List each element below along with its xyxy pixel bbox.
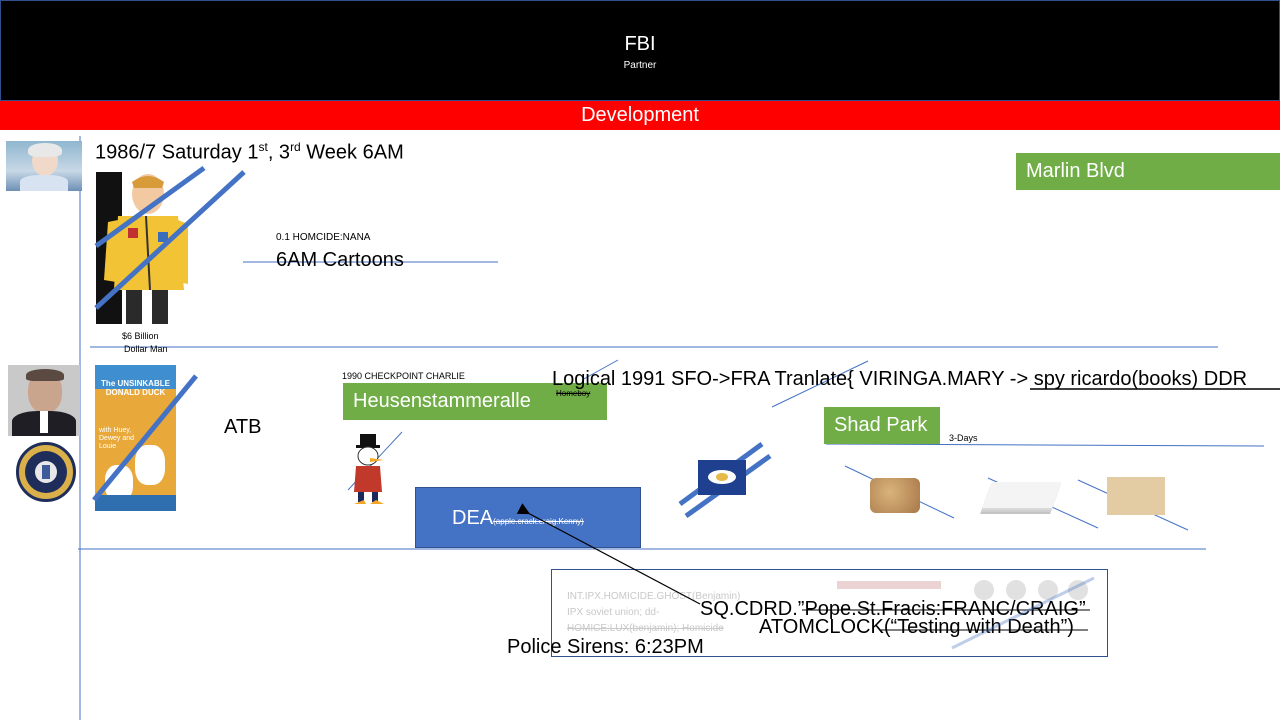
strike-photos xyxy=(951,576,1095,650)
dea-sub: (apple.crack.craig.Kenny) xyxy=(493,517,584,526)
sand-image xyxy=(1107,477,1165,515)
cartoon-hero-image xyxy=(96,172,192,324)
logical-text: Logical 1991 SFO->FRA Tranlate{ VIRINGA.… xyxy=(552,368,1248,390)
donald-duck-book: The UNSINKABLE DONALD DUCK with Huey, De… xyxy=(95,365,176,511)
date-part-a: 1986/7 Saturday 1 xyxy=(95,141,259,164)
atomclock-text: ATOMCLOCK(“Testing with Death”) xyxy=(759,616,1074,638)
strike-a xyxy=(94,165,206,249)
cartoons-text: 6AM Cartoons xyxy=(276,249,404,271)
date-sup-2: rd xyxy=(290,140,301,154)
dea-box: DEA(apple.crack.craig.Kenny) xyxy=(415,487,641,548)
strike-logical-b xyxy=(771,360,869,408)
strike-book xyxy=(92,374,198,502)
navy-seal-icon xyxy=(16,442,76,502)
portrait-man xyxy=(8,365,80,436)
evidence-panel: INT.IPX.HOMICIDE.GHOST(Benjamin) IPX sov… xyxy=(551,569,1108,657)
pointer-arrow xyxy=(516,503,701,605)
panel-line-3: HOMICE:LUX(benjamin); Homicide xyxy=(567,623,724,634)
bread-image xyxy=(870,478,920,513)
atb-label: ATB xyxy=(224,416,262,438)
shad-park-box: Shad Park xyxy=(824,407,940,444)
homicide-label: 0.1 HOMCIDE:NANA xyxy=(276,232,371,243)
header-subtitle: Partner xyxy=(623,60,657,71)
panel-line-1: INT.IPX.HOMICIDE.GHOST(Benjamin) xyxy=(567,591,741,602)
homeboy-label: Homeboy xyxy=(556,389,591,398)
portrait-queen xyxy=(6,141,82,191)
date-part-b: , 3 xyxy=(267,141,291,164)
checkpoint-label: 1990 CHECKPOINT CHARLIE xyxy=(342,371,465,381)
heusenstammeralle-box: Heusenstammeralle xyxy=(343,383,607,420)
billion-line-2: Dollar Man xyxy=(124,344,168,354)
hero-drawing xyxy=(96,172,188,324)
billion-line-1: $6 Billion xyxy=(122,331,159,341)
date-heading: 1986/7 Saturday 1st, 3rd Week 6AM xyxy=(95,140,404,165)
marlin-blvd-box: Marlin Blvd xyxy=(1016,153,1280,190)
date-part-c: Week 6AM xyxy=(300,141,404,164)
book-title: The UNSINKABLE DONALD DUCK xyxy=(101,379,170,397)
strike-logical-a xyxy=(581,359,619,381)
book-subtitle: with Huey, Dewey and Louie xyxy=(99,427,135,450)
police-sirens-text: Police Sirens: 6:23PM xyxy=(507,636,704,658)
scrooge-drawing xyxy=(354,434,384,504)
panel-line-2: IPX soviet union; dd- xyxy=(567,607,660,618)
scrooge-image xyxy=(344,434,394,508)
strike-b xyxy=(94,170,246,310)
date-sup-1: st xyxy=(258,140,268,154)
sq-cdrd-text: SQ.CDRD.”Pope.St.Fracis:FRANC/CRAIG” xyxy=(700,598,1086,620)
development-bar: Development xyxy=(0,101,1280,130)
flag-image xyxy=(698,460,746,495)
header-banner xyxy=(0,0,1280,101)
shad-line xyxy=(825,443,1265,447)
dea-label: DEA xyxy=(452,507,494,529)
days-label: 3-Days xyxy=(949,433,978,443)
header-title: FBI xyxy=(624,33,656,55)
